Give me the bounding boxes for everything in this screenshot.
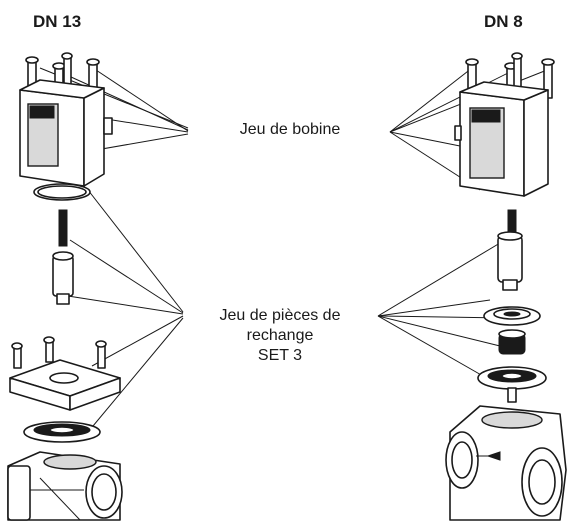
- diaphragm-discs: [483, 306, 541, 355]
- callout-spare-parts: Jeu de pièces de rechange SET 3: [180, 306, 380, 366]
- bonnet-plate: [9, 336, 121, 411]
- callout-spare-parts-line-2: rechange: [246, 327, 314, 344]
- heading-dn8: DN 8: [484, 12, 523, 31]
- heading-dn13: DN 13: [33, 12, 82, 31]
- spring: [58, 209, 68, 247]
- callout-spare-parts-line-1: Jeu de pièces de: [219, 307, 341, 324]
- diaphragm: [23, 421, 101, 443]
- solenoid-valve-dn8-icon: [445, 52, 567, 521]
- valve-body: [7, 451, 123, 521]
- callout-coil-set: Jeu de bobine: [239, 121, 341, 138]
- solenoid-valve-dn13-icon: [7, 52, 123, 521]
- coil-bolts-right: [465, 52, 555, 103]
- leader-lines: [39, 67, 548, 433]
- coil-body-right: [454, 81, 549, 197]
- valve-body-right: [445, 405, 567, 521]
- plunger-right: [497, 231, 523, 291]
- callout-spare-parts-line-3: SET 3: [257, 347, 303, 364]
- coil-body: [19, 79, 113, 187]
- plunger: [52, 251, 74, 305]
- pilot-seat: [477, 366, 547, 403]
